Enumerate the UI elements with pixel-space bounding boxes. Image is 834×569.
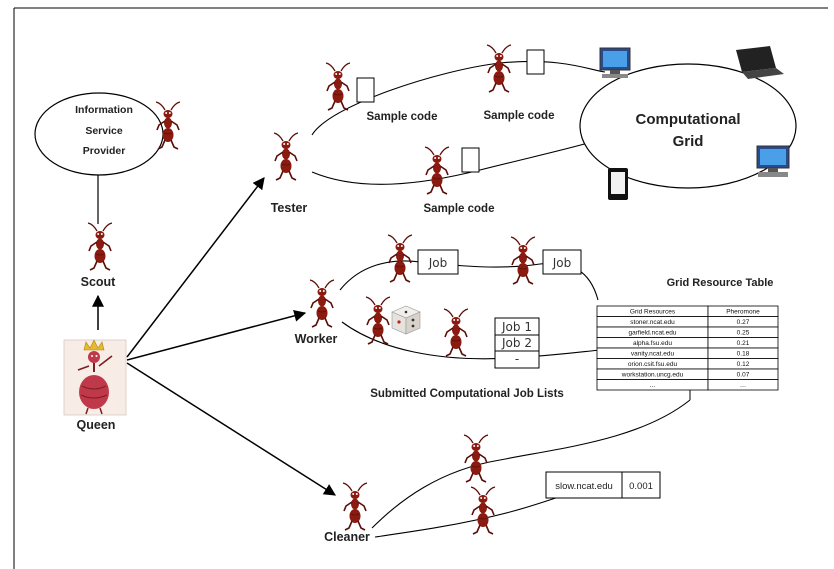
cleaner-route-lower	[374, 491, 576, 538]
desktop-computer-icon	[599, 47, 631, 78]
grid-label-line1: Computational	[636, 111, 741, 128]
table-cell: garfield.ncat.edu	[628, 330, 676, 337]
table-cell: workstation.uncg.edu	[621, 372, 684, 379]
tester-route-upper	[311, 60, 606, 136]
tester-ant-icon	[273, 132, 299, 181]
table-cell: vanity.ncat.edu	[631, 351, 675, 358]
table-cell: 0.07	[737, 372, 750, 379]
table-cell: 0.18	[737, 351, 750, 358]
job-list-item-2: Job 2	[501, 336, 532, 350]
cleaner-entry-value: 0.001	[629, 481, 653, 492]
tester-ant-3-icon	[424, 146, 450, 195]
queen-to-cleaner-arrow	[126, 362, 337, 496]
grid-label-line2: Grid	[673, 133, 704, 150]
sample-code-label-1: Sample code	[367, 111, 438, 123]
job-list-item-more: -	[515, 352, 519, 366]
job-box-2	[542, 249, 582, 275]
sample-code-doc-2-icon	[526, 49, 545, 75]
sample-code-label-2: Sample code	[484, 110, 555, 122]
cleaner-ant-2-icon	[470, 486, 496, 535]
queen-to-worker-arrow	[126, 309, 307, 361]
table-header-cell: Grid Resources	[630, 309, 676, 316]
table-cell: stoner.ncat.edu	[630, 319, 675, 326]
worker-ant-3-icon	[365, 296, 391, 345]
job-box-2-label: Job	[552, 256, 572, 270]
dice-icon	[391, 305, 421, 335]
cleaner-label: Cleaner	[324, 530, 370, 544]
cleaner-entry-host: slow.ncat.edu	[555, 481, 613, 492]
tester-label: Tester	[271, 201, 308, 215]
job-list: Job 1 Job 2 -	[494, 317, 540, 369]
scout-ant-icon	[87, 222, 113, 271]
queen-to-tester-arrow	[126, 177, 265, 358]
tester-ant-1-icon	[325, 62, 351, 111]
scout-label: Scout	[81, 275, 117, 289]
table-cell: …	[649, 382, 656, 389]
crown-icon	[83, 339, 105, 351]
cleaner-route-upper	[371, 399, 691, 529]
job-box-1	[417, 249, 459, 275]
queen-image	[63, 339, 127, 416]
queen-label: Queen	[77, 418, 116, 432]
worker-label: Worker	[295, 332, 338, 346]
information-service-provider: Information Service Provider	[34, 92, 181, 176]
laptop-icon	[736, 46, 784, 79]
worker-ant-2-icon	[510, 236, 536, 285]
job-box-1-label: Job	[428, 256, 448, 270]
tablet-icon	[608, 168, 628, 200]
worker-ant-1-icon	[387, 234, 413, 283]
sample-code-label-3: Sample code	[424, 203, 495, 215]
submitted-jobs-label: Submitted Computational Job Lists	[370, 388, 564, 400]
desktop-computer-2-icon	[756, 145, 790, 177]
table-cell: …	[740, 382, 747, 389]
job-list-item-1: Job 1	[501, 320, 532, 334]
sample-code-doc-3-icon	[461, 147, 480, 173]
cleaner-ant-icon	[342, 482, 368, 531]
table-title: Grid Resource Table	[667, 277, 774, 289]
tester-route-lower	[311, 137, 606, 185]
table-cell: 0.21	[737, 340, 750, 347]
isp-label-line3: Provider	[83, 145, 126, 157]
table-cell: alpha.fsu.edu	[633, 340, 672, 347]
cleaner-ant-1-icon	[463, 434, 489, 483]
table-cell-border	[707, 379, 779, 391]
sample-code-doc-1-icon	[356, 77, 375, 103]
cleaner-entry: slow.ncat.edu 0.001	[545, 471, 661, 499]
worker-ant-4-icon	[443, 308, 469, 357]
grid-resource-table: Grid Resources Pheromone stoner.ncat.edu 0.…	[596, 305, 779, 400]
table-cell: 0.25	[737, 330, 750, 337]
worker-ant-icon	[309, 279, 335, 328]
table-cell: 0.27	[737, 319, 750, 326]
tester-ant-2-icon	[486, 44, 512, 93]
table-cell: 0.12	[737, 361, 750, 368]
isp-label-line2: Service	[85, 125, 123, 137]
computational-grid: Computational Grid	[579, 63, 797, 189]
isp-label-line1: Information	[75, 104, 133, 116]
table-cell: orion.csit.fsu.edu	[628, 361, 678, 368]
table-header-cell: Pheromone	[726, 309, 760, 316]
